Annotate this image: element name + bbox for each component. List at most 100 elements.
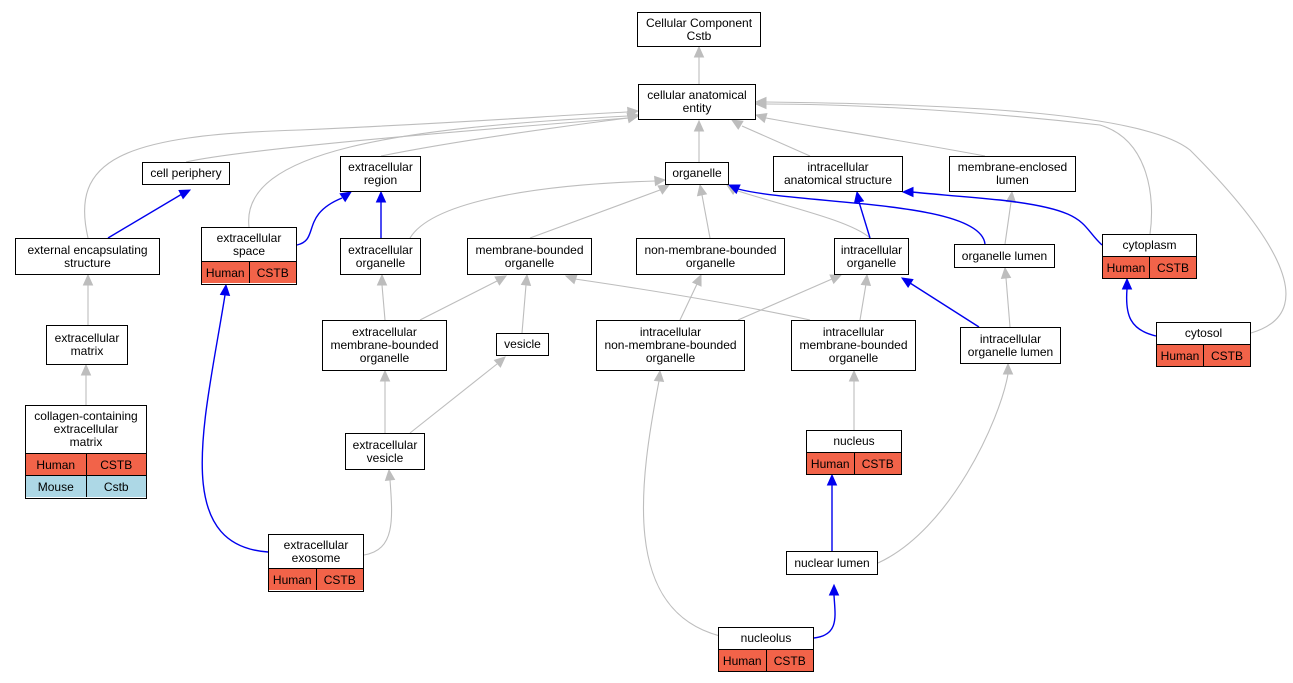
go-term-label: extracellular membrane-bounded organelle [330, 325, 439, 365]
go-term-label: intracellular non-membrane-bounded organ… [604, 325, 737, 365]
gene-cell: CSTB [765, 650, 814, 671]
edge-arrowhead [654, 175, 667, 187]
go-term-label: membrane-enclosed lumen [957, 160, 1068, 187]
edge-arrowhead [219, 283, 231, 296]
species-cell: Human [1160, 348, 1200, 363]
edge-arrowhead [376, 273, 388, 286]
go-term-node-vesicle[interactable]: vesicle [496, 333, 549, 356]
go-term-node-ecm[interactable]: extracellular matrix [46, 325, 128, 365]
go-term-node-ccecm[interactable]: collagen-containing extracellular matrix… [25, 405, 147, 499]
go-term-label: collagen-containing extracellular matrix [34, 409, 138, 449]
go-term-node-intra-organelle[interactable]: intracellular organelle [834, 238, 909, 275]
is-a-edge [642, 380, 721, 637]
go-term-label: extracellular space [216, 230, 282, 258]
part-of-edge [201, 294, 269, 553]
go-term-node-mel[interactable]: membrane-enclosed lumen [949, 156, 1076, 192]
go-term-label: vesicle [504, 337, 541, 351]
go-term-label: nuclear lumen [794, 555, 870, 570]
go-term-label: extracellular organelle [348, 242, 413, 270]
go-term-node-organelle-lumen[interactable]: organelle lumen [954, 244, 1055, 268]
part-of-edge [911, 191, 1103, 246]
edge-arrowhead [520, 273, 532, 286]
go-term-node-cell-periphery[interactable]: cell periphery [142, 162, 230, 185]
is-a-edge [859, 283, 867, 321]
gene-cell: CSTB [315, 569, 364, 590]
go-term-node-ext-vesicle[interactable]: extracellular vesicle [345, 433, 425, 470]
edge-arrowhead [901, 186, 914, 198]
edge-arrowhead [384, 468, 396, 481]
edge-arrowhead [693, 45, 705, 58]
gene-cell: CSTB [853, 453, 902, 474]
go-term-node-nuclear-lumen[interactable]: nuclear lumen [786, 551, 878, 575]
go-term-node-ias[interactable]: intracellular anatomical structure [773, 156, 903, 192]
edge-arrowhead [657, 184, 671, 195]
edge-arrowhead [1002, 362, 1014, 375]
edge-arrowhead [828, 583, 840, 596]
go-term-node-cae[interactable]: cellular anatomical entity [638, 84, 756, 120]
go-term-node-imbo[interactable]: intracellular membrane-bounded organelle [791, 320, 916, 371]
species-cell: Human [205, 265, 245, 280]
go-term-label: nucleolus [740, 631, 792, 645]
is-a-edge [84, 111, 629, 239]
is-a-edge [765, 117, 986, 157]
go-term-node-iol[interactable]: intracellular organelle lumen [960, 327, 1061, 364]
go-term-label: extracellular matrix [54, 331, 120, 358]
go-term-label: non-membrane-bounded organelle [644, 242, 777, 270]
part-of-edge [1125, 288, 1157, 337]
go-term-label: extracellular region [348, 160, 413, 187]
species-cell: Human [36, 457, 76, 472]
go-term-node-embo[interactable]: extracellular membrane-bounded organelle [322, 320, 447, 371]
go-term-label: cellular anatomical entity [647, 88, 747, 115]
is-a-edge [521, 284, 527, 334]
species-cell: Human [810, 456, 850, 471]
go-term-node-root[interactable]: Cellular Component Cstb [637, 12, 761, 47]
is-a-edge [701, 194, 711, 239]
is-a-edge [1004, 201, 1012, 245]
edge-arrowhead [826, 473, 838, 486]
go-term-label: intracellular organelle lumen [967, 331, 1054, 359]
edge-arrowhead [178, 189, 192, 200]
go-term-node-ees[interactable]: external encapsulating structure [15, 238, 160, 275]
go-term-label: nucleus [833, 434, 875, 448]
part-of-edge [737, 188, 986, 245]
edge-arrowhead [1000, 266, 1012, 279]
gene-cell: CSTB [85, 454, 147, 475]
go-term-label: cell periphery [150, 166, 222, 180]
annotation-row-human: Human CSTB [26, 453, 146, 475]
go-term-node-mbo[interactable]: membrane-bounded organelle [467, 238, 592, 275]
go-term-node-nmbo[interactable]: non-membrane-bounded organelle [636, 238, 785, 275]
edge-arrowhead [339, 191, 353, 203]
edge-arrowhead [900, 277, 914, 289]
species-cell: Human [1106, 260, 1146, 275]
is-a-edge [679, 283, 698, 321]
species-cell: Mouse [37, 479, 74, 494]
is-a-edge [419, 280, 498, 321]
edge-arrowhead [853, 190, 865, 204]
is-a-edge [380, 117, 629, 157]
gene-cell: CSTB [1149, 257, 1196, 278]
edge-arrowhead [493, 356, 506, 368]
edge-arrowhead [829, 274, 843, 285]
go-term-node-ext-organelle[interactable]: extracellular organelle [340, 238, 421, 275]
go-term-node-inmbo[interactable]: intracellular non-membrane-bounded organ… [596, 320, 745, 371]
go-term-label: intracellular anatomical structure [783, 160, 893, 187]
is-a-edge [765, 101, 1287, 334]
is-a-edge [765, 103, 1153, 235]
edge-arrowhead [627, 110, 640, 122]
go-term-node-extracellular-region[interactable]: extracellular region [340, 156, 421, 192]
go-term-label: Cellular Component Cstb [645, 15, 753, 43]
edge-arrowhead [80, 363, 92, 376]
is-a-edge [409, 363, 498, 434]
edge-arrowhead [860, 273, 872, 287]
go-term-node-organelle[interactable]: organelle [665, 162, 729, 185]
